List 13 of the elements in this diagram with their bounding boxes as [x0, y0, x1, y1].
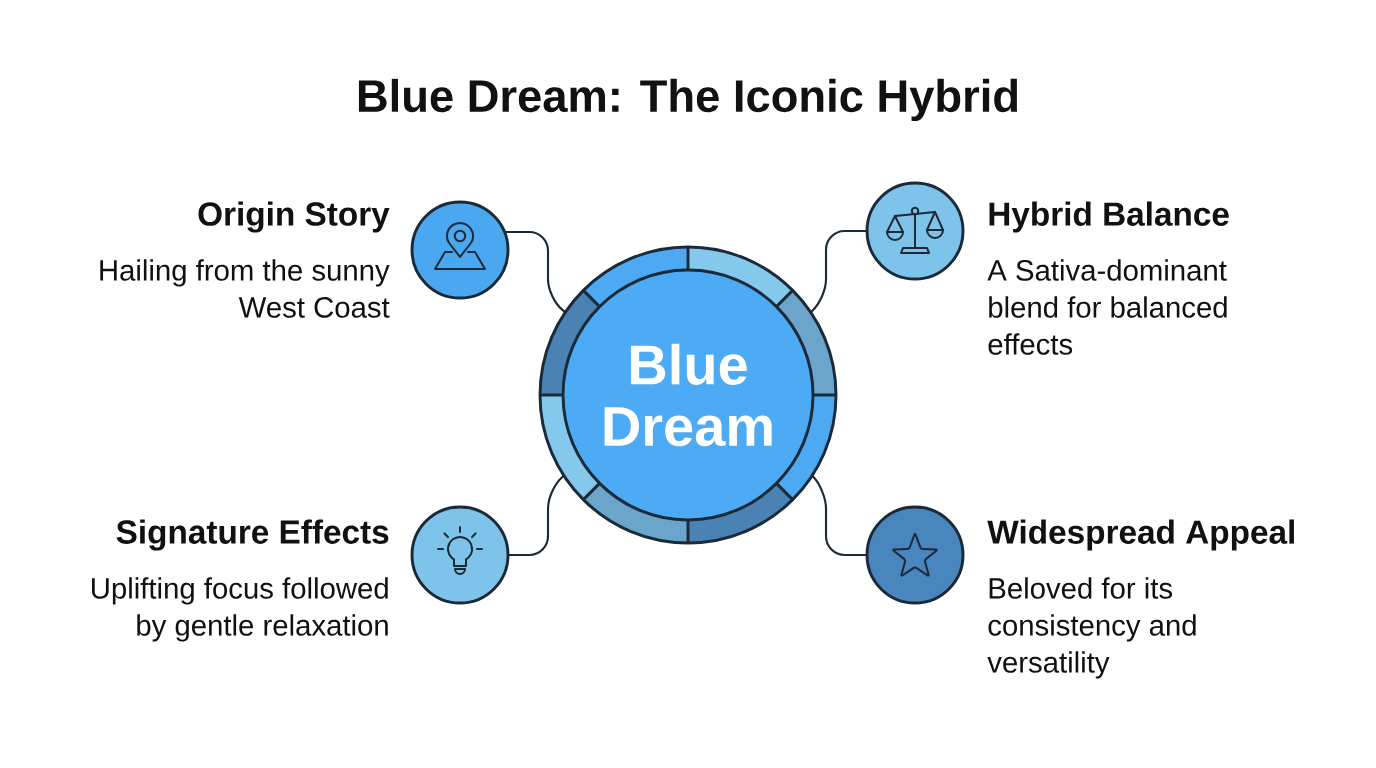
connector-line	[504, 230, 566, 314]
heading: Signature Effects	[116, 519, 389, 551]
title: Blue Dream: The Iconic Hybrid	[358, 78, 1018, 122]
connector-line	[809, 229, 867, 313]
description: Hailing from the sunny West Coast	[100, 259, 390, 318]
description: Beloved for its consistency and versatility	[987, 577, 1196, 679]
heading: Widespread Appeal	[987, 519, 1294, 551]
description: Uplifting focus followed by gentle relaxation	[92, 577, 388, 642]
heading: Hybrid Balance	[989, 201, 1229, 233]
description: A Sativa-dominant blend for balanced effects	[987, 259, 1227, 355]
heading: Origin Story	[198, 201, 390, 233]
connector-line	[508, 474, 565, 557]
connector-line	[811, 474, 867, 557]
